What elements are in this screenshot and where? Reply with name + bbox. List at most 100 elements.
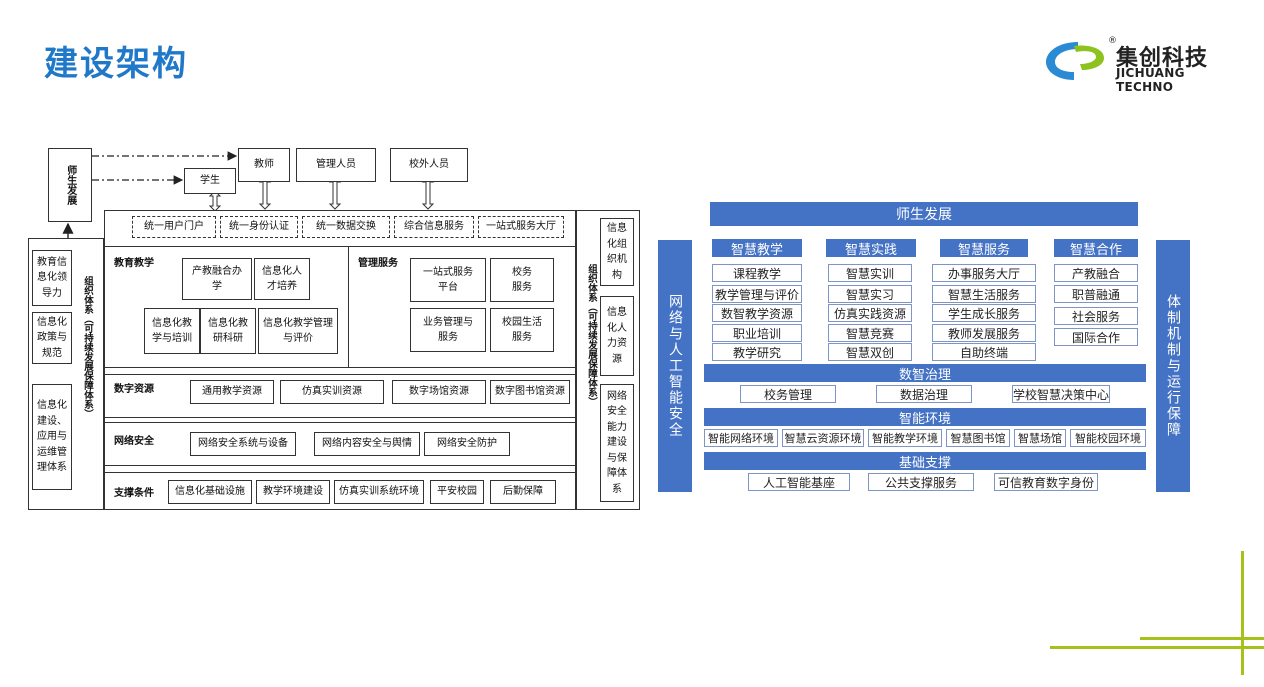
mgmt-item-one-stop-platform-label: 一站式服务平台: [423, 266, 473, 294]
environment-item-label: 智能教学环境: [872, 432, 938, 445]
edu-item-teaching-management-label: 信息化教学管理与评价: [263, 317, 333, 345]
portal-unified-user: 统一用户门户: [132, 216, 216, 238]
support-item-teaching-env-label: 教学环境建设: [263, 486, 323, 498]
security-item-content: 网络内容安全与舆情: [314, 432, 420, 456]
portal-data-exchange-label: 统一数据交换: [316, 221, 376, 233]
security-item-content-label: 网络内容安全与舆情: [322, 438, 412, 450]
support-item-safe-campus: 平安校园: [430, 480, 484, 504]
service-item-label: 学生成长服务: [947, 306, 1020, 321]
column-title-smart-practice-label: 智慧实践: [844, 242, 897, 258]
support-section-label: 支撑条件: [114, 488, 154, 499]
left-col-item-management-system: 信息化建设、应用与运维管理体系: [32, 384, 72, 490]
edu-item-research-label: 信息化教研科研: [208, 317, 248, 345]
service-item: 办事服务大厅: [932, 264, 1036, 282]
right-right-bar-label: 体制机制与运行保障: [1165, 294, 1181, 438]
digital-item-library-label: 数字图书馆资源: [495, 386, 565, 398]
governance-item-label: 校务管理: [763, 387, 812, 402]
governance-bar: 数智治理: [704, 364, 1146, 383]
foundation-item-label: 人工智能基座: [762, 475, 835, 490]
portal-service-hall-label: 一站式服务大厅: [486, 221, 556, 233]
support-item-infrastructure: 信息化基础设施: [168, 480, 252, 504]
foundation-item-label: 可信教育数字身份: [997, 475, 1094, 490]
practice-item-label: 智慧双创: [845, 345, 894, 360]
mgmt-section-label: 管理服务: [358, 258, 398, 269]
right-right-bar: 体制机制与运行保障: [1156, 240, 1190, 492]
left-col-side-label: 组织体系（可持续发展保障体系）: [82, 276, 93, 419]
actor-manager-label: 管理人员: [316, 159, 356, 171]
left-col-item-management-system-label: 信息化建设、应用与运维管理体系: [37, 400, 67, 474]
service-item: 智慧生活服务: [932, 285, 1036, 303]
edu-item-industry-education-label: 产教融合办学: [192, 265, 242, 293]
cooperation-item: 产教融合: [1054, 264, 1138, 282]
left-col-item-leadership-label: 教育信息化领导力: [37, 256, 67, 299]
cooperation-item: 职普融通: [1054, 285, 1138, 303]
service-item: 自助终端: [932, 343, 1036, 361]
digital-section-label: 数字资源: [114, 384, 154, 395]
column-title-smart-teaching-label: 智慧教学: [730, 242, 783, 258]
edu-item-talent-training: 信息化人才培养: [254, 258, 310, 300]
governance-item-label: 数据治理: [899, 387, 948, 402]
environment-item-label: 智能网络环境: [708, 432, 774, 445]
teacher-student-development-label: 师生发展: [64, 165, 76, 205]
support-item-infrastructure-label: 信息化基础设施: [175, 486, 245, 498]
edu-item-teaching-management: 信息化教学管理与评价: [258, 308, 338, 354]
practice-item: 仿真实践资源: [828, 304, 912, 322]
edu-item-teaching-training-label: 信息化教学与培训: [152, 317, 192, 345]
service-item: 教师发展服务: [932, 324, 1036, 342]
right-col-item-human-resources: 信息化人力资源: [600, 296, 634, 376]
mgmt-item-campus-life: 校园生活服务: [490, 308, 554, 352]
practice-item-label: 仿真实践资源: [833, 306, 906, 321]
environment-item: 智能网络环境: [704, 429, 778, 447]
teaching-item-label: 职业培训: [732, 326, 781, 341]
digital-item-venues-label: 数字场馆资源: [409, 386, 469, 398]
teaching-item: 职业培训: [712, 324, 802, 342]
practice-item-label: 智慧竞赛: [845, 326, 894, 341]
right-left-bar-label: 网络与人工智能安全: [667, 294, 683, 438]
edu-item-research: 信息化教研科研: [200, 308, 256, 354]
practice-item: 智慧实习: [828, 285, 912, 303]
left-architecture-diagram: 师生发展 教师 学生 管理人员 校外人员 教育信息化领导力 信息化政策与规范 信…: [28, 140, 640, 512]
support-item-safe-campus-label: 平安校园: [437, 486, 477, 498]
page-title: 建设架构: [44, 44, 188, 84]
column-title-smart-cooperation: 智慧合作: [1054, 239, 1138, 258]
foundation-item: 人工智能基座: [748, 473, 850, 491]
cooperation-item: 国际合作: [1054, 328, 1138, 346]
right-col-item-security-capability: 网络安全能力建设与保障体系: [600, 384, 634, 502]
practice-item: 智慧实训: [828, 264, 912, 282]
environment-item: 智能教学环境: [868, 429, 942, 447]
company-logo: ® 集创科技 JICHUANG TECHNO: [1044, 36, 1234, 94]
governance-item: 校务管理: [740, 385, 836, 403]
teaching-item-label: 课程教学: [732, 266, 781, 281]
actor-student: 学生: [184, 168, 236, 194]
portal-unified-identity: 统一身份认证: [220, 216, 298, 238]
governance-item: 数据治理: [876, 385, 972, 403]
column-title-smart-cooperation-label: 智慧合作: [1069, 242, 1122, 258]
column-title-smart-service: 智慧服务: [940, 239, 1028, 258]
service-item-label: 自助终端: [959, 345, 1008, 360]
service-item-label: 智慧生活服务: [947, 287, 1020, 302]
actor-teacher-label: 教师: [254, 159, 274, 171]
environment-item-label: 智慧场馆: [1018, 432, 1062, 445]
environment-item: 智慧图书馆: [946, 429, 1010, 447]
portal-unified-identity-label: 统一身份认证: [229, 221, 289, 233]
environment-item: 智能校园环境: [1070, 429, 1146, 447]
environment-item: 智慧场馆: [1014, 429, 1066, 447]
service-item-label: 教师发展服务: [947, 326, 1020, 341]
actor-outsider-label: 校外人员: [409, 159, 449, 171]
mgmt-item-school-affairs: 校务服务: [490, 258, 554, 302]
environment-bar: 智能环境: [704, 408, 1146, 427]
actor-student-label: 学生: [200, 175, 220, 187]
practice-item-label: 智慧实训: [845, 266, 894, 281]
edu-item-talent-training-label: 信息化人才培养: [262, 265, 302, 293]
teaching-item-label: 教学管理与评价: [714, 287, 799, 302]
support-item-logistics-label: 后勤保障: [503, 486, 543, 498]
teacher-student-development-box: 师生发展: [48, 148, 92, 222]
mgmt-item-school-affairs-label: 校务服务: [512, 266, 532, 294]
teaching-item: 教学研究: [712, 343, 802, 361]
support-item-simulation-env-label: 仿真实训系统环境: [339, 486, 419, 498]
digital-item-general: 通用教学资源: [190, 380, 274, 404]
digital-item-venues: 数字场馆资源: [392, 380, 486, 404]
right-top-bar: 师生发展: [710, 202, 1138, 226]
right-col-item-organization: 信息化组织机构: [600, 218, 634, 286]
right-col-item-organization-label: 信息化组织机构: [607, 223, 627, 281]
